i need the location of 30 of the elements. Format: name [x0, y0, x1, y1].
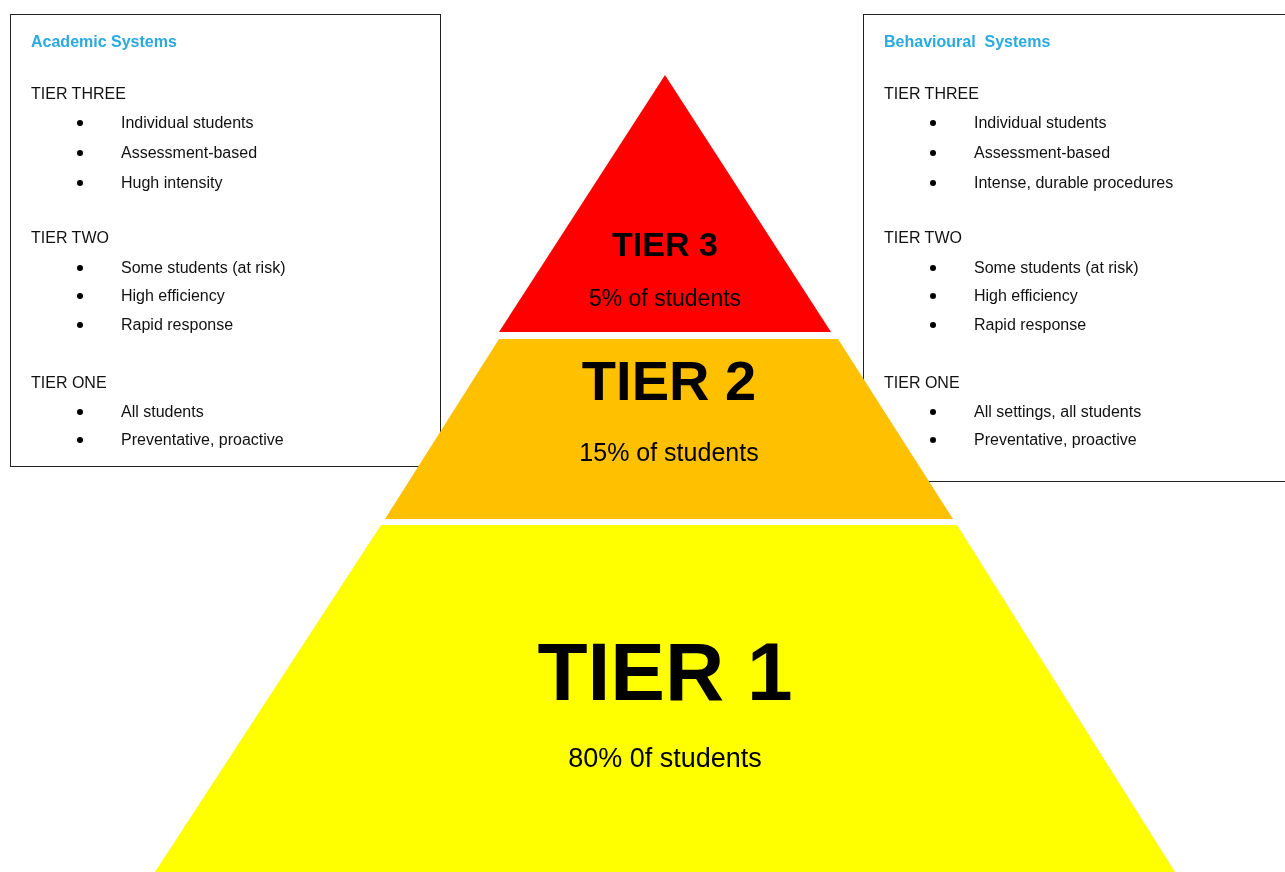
tier-label: TIER 3 — [612, 225, 718, 264]
percentage-text: 5% of students — [588, 285, 742, 312]
list-item: High efficiency — [974, 286, 1078, 306]
list-item: Hugh intensity — [121, 173, 223, 193]
tier-subheading: TIER ONE — [31, 373, 107, 393]
list-item: Preventative, proactive — [121, 430, 284, 450]
list-item: Assessment-based — [121, 143, 258, 163]
list-item: High efficiency — [121, 286, 225, 306]
tier-subheading: TIER TWO — [884, 228, 962, 248]
list-item: Preventative, proactive — [974, 430, 1137, 450]
list-item: All students — [121, 402, 204, 422]
tier-label: TIER 1 — [537, 625, 793, 719]
percentage-text: 80% 0f students — [568, 743, 762, 774]
list-item: Individual students — [974, 113, 1107, 133]
tier-label: TIER 2 — [581, 348, 757, 413]
tier-subheading: TIER THREE — [884, 84, 979, 104]
panel-heading: Behavioural Systems — [884, 32, 1051, 52]
list-item: Individual students — [121, 113, 254, 133]
tier-subheading: TIER THREE — [31, 84, 126, 104]
list-item: Rapid response — [121, 315, 234, 335]
list-item: Rapid response — [974, 315, 1087, 335]
tier-subheading: TIER ONE — [884, 373, 960, 393]
list-item: All settings, all students — [974, 402, 1142, 422]
panel-heading: Academic Systems — [31, 32, 177, 52]
list-item: Intense, durable procedures — [974, 173, 1174, 193]
list-item: Some students (at risk) — [974, 258, 1139, 278]
percentage-text: 15% of students — [579, 438, 759, 467]
tier-subheading: TIER TWO — [31, 228, 109, 248]
list-item: Some students (at risk) — [121, 258, 286, 278]
list-item: Assessment-based — [974, 143, 1111, 163]
